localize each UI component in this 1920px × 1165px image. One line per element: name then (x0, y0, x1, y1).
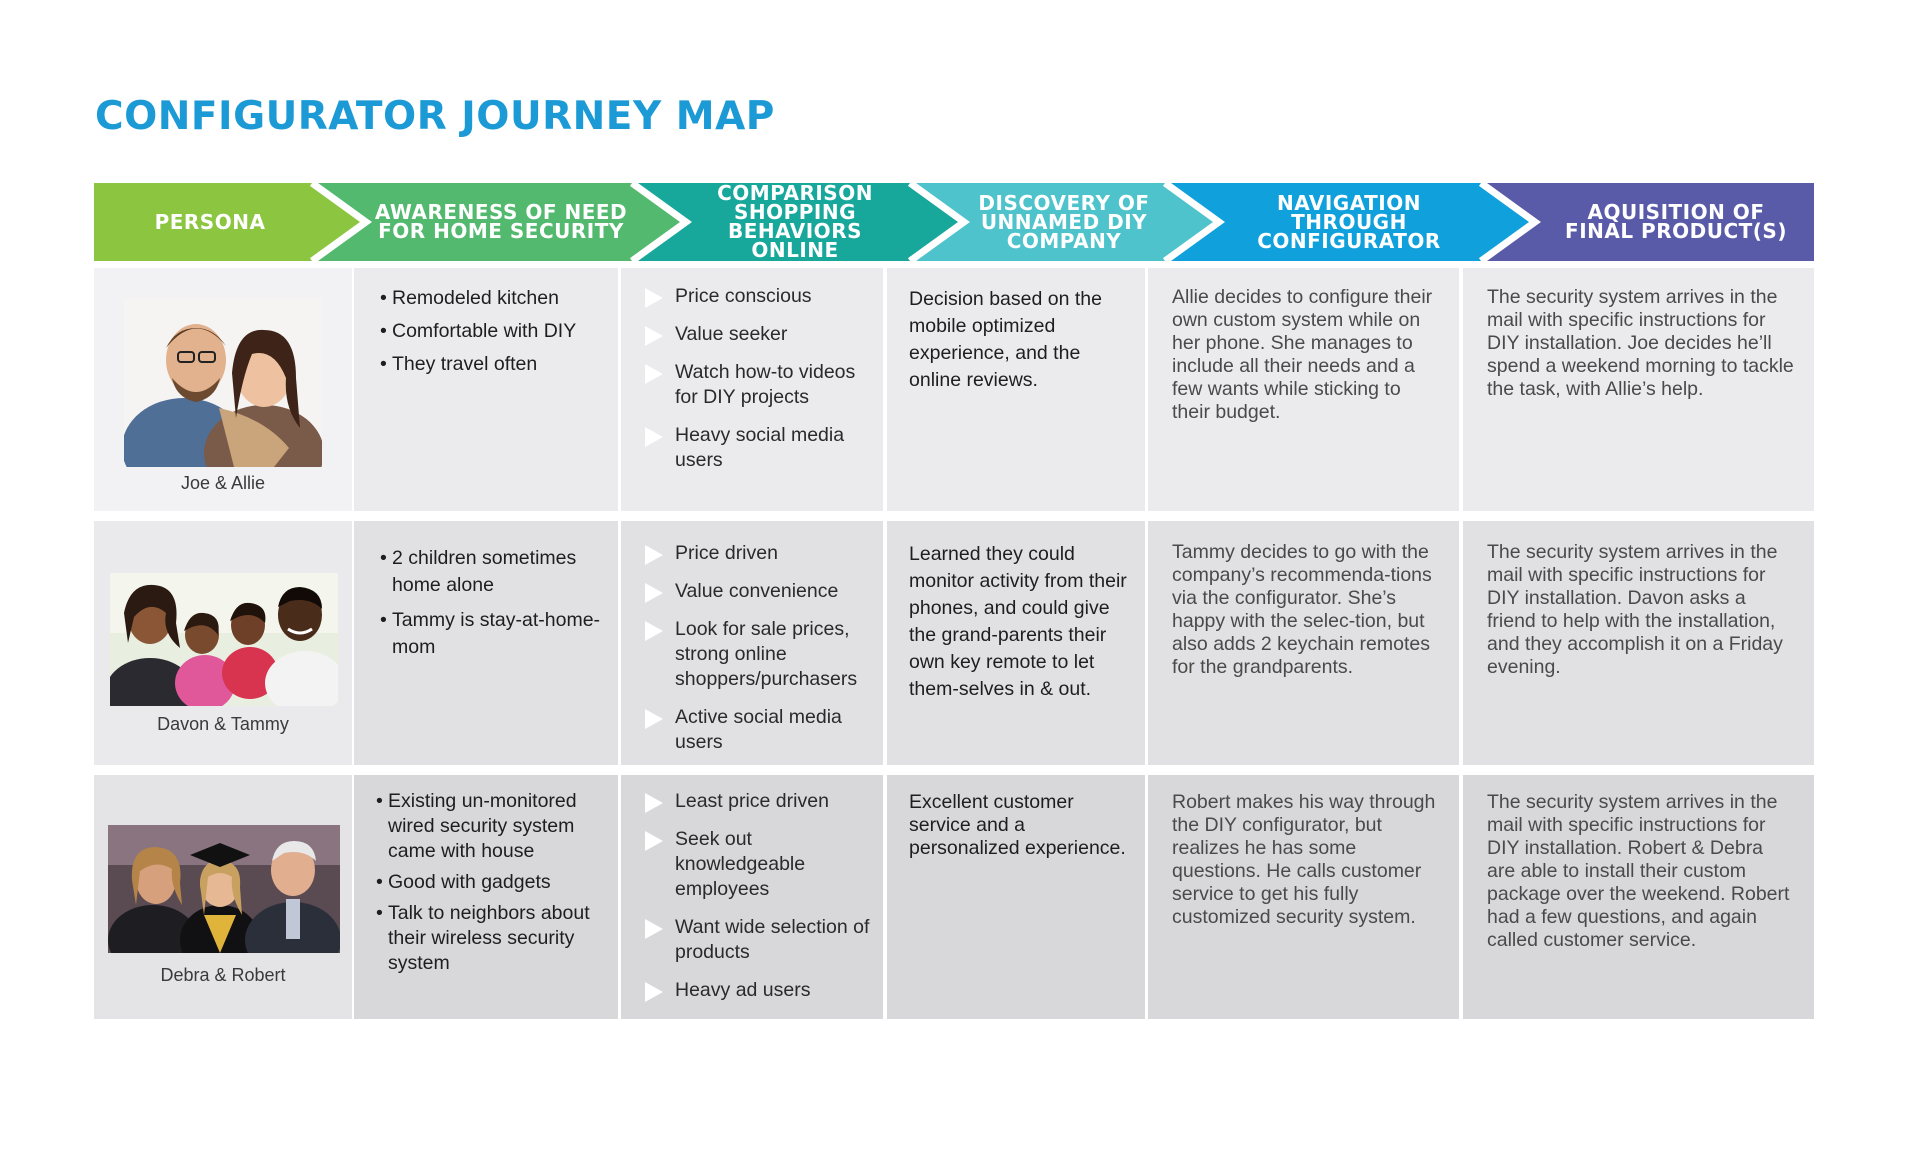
chevron-awareness (312, 183, 686, 261)
discovery-cell: Decision based on the mobile optimized e… (887, 268, 1145, 511)
graduation-photo-icon (108, 825, 340, 953)
triangle-bullet-icon (645, 583, 663, 603)
list-item: Heavy social media users (645, 423, 877, 473)
comparison-cell: Price conscious Value seeker Watch how-t… (621, 268, 883, 511)
list-item: Least price driven (645, 789, 877, 814)
stage-label-acquisition: AQUISITION OF FINAL PRODUCT(S) (1565, 200, 1787, 243)
list-item: 2 children sometimes home alone (380, 545, 610, 599)
list-item: Good with gadgets (376, 870, 610, 895)
stage-label-discovery: DISCOVERY OF UNNAMED DIY COMPANY (978, 190, 1150, 253)
acquisition-cell: The security system arrives in the mail … (1463, 521, 1814, 765)
family-photo-icon (110, 573, 338, 706)
list-item: Talk to neighbors about their wireless s… (376, 901, 610, 976)
list-item: Active social media users (645, 705, 877, 755)
triangle-bullet-icon (645, 364, 663, 384)
discovery-text: Decision based on the mobile optimized e… (909, 288, 1102, 391)
chevron-acquisition (1481, 183, 1814, 261)
navigation-text: Tammy decides to go with the company’s r… (1172, 541, 1432, 678)
comparison-list: Least price driven Seek out knowledgeabl… (645, 789, 877, 1016)
stage-label-awareness: AWARENESS OF NEED FOR HOME SECURITY (374, 200, 628, 243)
list-item: Remodeled kitchen (380, 286, 610, 311)
persona-cell: Davon & Tammy (94, 521, 352, 765)
list-item: Heavy ad users (645, 978, 877, 1003)
acquisition-text: The security system arrives in the mail … (1487, 791, 1790, 951)
list-item: Price driven (645, 541, 877, 566)
persona-cell: Joe & Allie (94, 268, 352, 511)
discovery-cell: Excellent customer service and a persona… (887, 775, 1145, 1019)
navigation-cell: Tammy decides to go with the company’s r… (1148, 521, 1459, 765)
stage-label-navigation: NAVIGATION THROUGH CONFIGURATOR (1257, 190, 1441, 253)
list-item: Existing un-monitored wired security sys… (376, 789, 610, 864)
navigation-text: Robert makes his way through the DIY con… (1172, 791, 1436, 928)
awareness-list: 2 children sometimes home alone Tammy is… (380, 545, 610, 669)
chevron-dividers (309, 180, 1541, 264)
navigation-text: Allie decides to configure their own cus… (1172, 286, 1433, 423)
discovery-cell: Learned they could monitor activity from… (887, 521, 1145, 765)
awareness-list: Existing un-monitored wired security sys… (376, 789, 610, 982)
discovery-text: Excellent customer service and a persona… (909, 791, 1126, 859)
chevron-navigation (1165, 183, 1535, 261)
awareness-cell: Existing un-monitored wired security sys… (354, 775, 618, 1019)
list-item: Tammy is stay-at-home-mom (380, 607, 610, 661)
list-item: Seek out knowledgeable employees (645, 827, 877, 902)
acquisition-text: The security system arrives in the mail … (1487, 286, 1794, 400)
triangle-bullet-icon (645, 288, 663, 308)
list-item: Price conscious (645, 284, 877, 309)
triangle-bullet-icon (645, 709, 663, 729)
triangle-bullet-icon (645, 793, 663, 813)
list-item: Comfortable with DIY (380, 319, 610, 344)
chevron-discovery (910, 183, 1219, 261)
awareness-cell: 2 children sometimes home alone Tammy is… (354, 521, 618, 765)
stage-label-comparison: COMPARISON SHOPPING BEHAVIORS ONLINE (717, 181, 873, 262)
stage-label-persona: PERSONA (154, 209, 266, 234)
comparison-cell: Least price driven Seek out knowledgeabl… (621, 775, 883, 1019)
acquisition-cell: The security system arrives in the mail … (1463, 775, 1814, 1019)
comparison-list: Price driven Value convenience Look for … (645, 541, 877, 768)
persona-name: Davon & Tammy (157, 714, 289, 734)
comparison-cell: Price driven Value convenience Look for … (621, 521, 883, 765)
list-item: Want wide selection of products (645, 915, 877, 965)
triangle-bullet-icon (645, 427, 663, 447)
triangle-bullet-icon (645, 326, 663, 346)
triangle-bullet-icon (645, 621, 663, 641)
awareness-cell: Remodeled kitchen Comfortable with DIY T… (354, 268, 618, 511)
list-item: Value convenience (645, 579, 877, 604)
triangle-bullet-icon (645, 545, 663, 565)
list-item: They travel often (380, 352, 610, 377)
page-title: CONFIGURATOR JOURNEY MAP (95, 94, 775, 139)
navigation-cell: Allie decides to configure their own cus… (1148, 268, 1459, 511)
acquisition-cell: The security system arrives in the mail … (1463, 268, 1814, 511)
persona-name: Debra & Robert (160, 965, 286, 985)
triangle-bullet-icon (645, 982, 663, 1002)
list-item: Value seeker (645, 322, 877, 347)
navigation-cell: Robert makes his way through the DIY con… (1148, 775, 1459, 1019)
persona-name: Joe & Allie (180, 473, 266, 493)
awareness-list: Remodeled kitchen Comfortable with DIY T… (380, 286, 610, 385)
acquisition-text: The security system arrives in the mail … (1487, 541, 1783, 678)
persona-cell: Debra & Robert (94, 775, 352, 1019)
couple-photo-icon (124, 298, 322, 467)
list-item: Look for sale prices, strong online shop… (645, 617, 877, 692)
chevron-persona (94, 183, 366, 261)
comparison-list: Price conscious Value seeker Watch how-t… (645, 284, 877, 486)
triangle-bullet-icon (645, 831, 663, 851)
list-item: Watch how-to videos for DIY projects (645, 360, 877, 410)
triangle-bullet-icon (645, 919, 663, 939)
discovery-text: Learned they could monitor activity from… (909, 543, 1127, 700)
chevron-comparison (632, 183, 964, 261)
